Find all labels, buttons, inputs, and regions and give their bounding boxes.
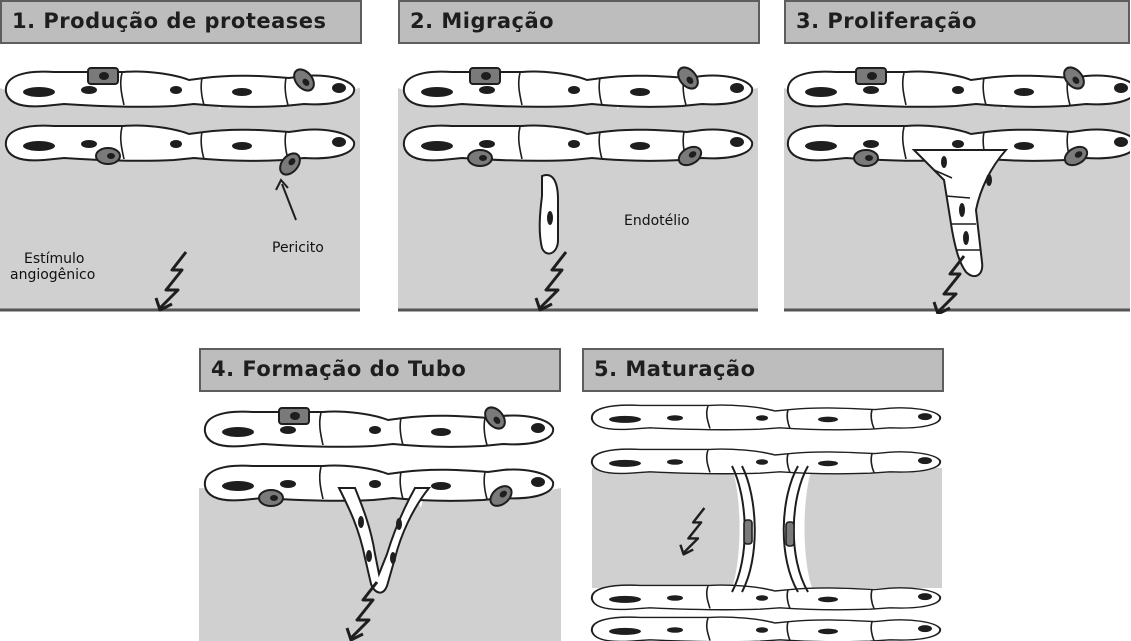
panel-title: 5. Maturação xyxy=(594,357,756,381)
panel-title: 4. Formação do Tubo xyxy=(211,357,466,381)
panel-tube-formation: 4. Formação do Tubo xyxy=(199,348,561,641)
panel-title: 1. Produção de proteases xyxy=(12,9,327,33)
panel-title: 3. Proliferação xyxy=(796,9,977,33)
endothelium-label: Endotélio xyxy=(624,214,690,229)
angiogenesis-stage-4 xyxy=(199,404,561,641)
angiogenesis-stage-2: Endotélio xyxy=(398,56,760,314)
angiogenesis-stage-3 xyxy=(784,56,1130,314)
panel-migration: 2. Migração Endotélio xyxy=(398,0,760,314)
panel-proliferation: 3. Proliferação xyxy=(784,0,1130,314)
panel-maturation: 5. Maturação xyxy=(582,348,944,641)
panel-header: 1. Produção de proteases xyxy=(0,0,362,44)
angiogenic-stimulus-label-line1: Estímulo xyxy=(24,252,84,267)
angiogenic-stimulus-label-line2: angiogênico xyxy=(10,268,95,283)
panel-header: 4. Formação do Tubo xyxy=(199,348,561,392)
panel-title: 2. Migração xyxy=(410,9,554,33)
angiogenesis-stage-5 xyxy=(582,404,944,641)
panel-protease-production: 1. Produção de proteases Pericito Estímu… xyxy=(0,0,362,314)
pericyte-label: Pericito xyxy=(272,241,324,256)
panel-header: 3. Proliferação xyxy=(784,0,1130,44)
panel-header: 5. Maturação xyxy=(582,348,944,392)
panel-header: 2. Migração xyxy=(398,0,760,44)
angiogenesis-stage-1: Pericito Estímulo angiogênico xyxy=(0,56,362,314)
